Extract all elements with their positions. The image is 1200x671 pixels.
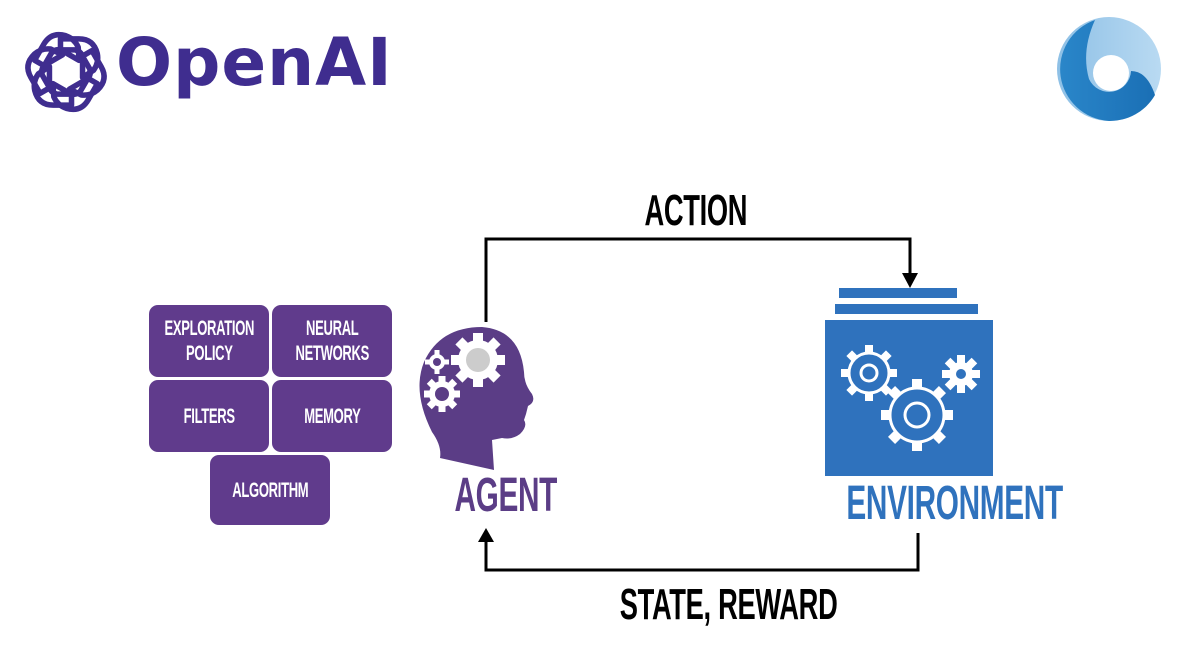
component-line: NETWORKS <box>295 342 369 365</box>
action-arrowhead-icon <box>902 273 918 288</box>
agent-label: AGENT <box>423 468 557 523</box>
component-line: NEURAL <box>305 317 359 340</box>
head-with-gears-icon <box>419 327 534 470</box>
blue-swirl-icon <box>1057 17 1161 122</box>
component-line: ALGORITHM <box>231 478 309 502</box>
openai-knot-icon <box>20 26 112 118</box>
environment-label-text: ENVIRONMENT <box>846 477 1063 530</box>
feedback-arrowhead-icon <box>478 528 494 542</box>
feedback-label: STATE, REWARD <box>553 580 853 630</box>
component-filters: FILTERS <box>149 380 269 452</box>
feedback-arrow-line <box>484 533 920 572</box>
brand-name: OpenAI <box>116 24 393 101</box>
component-line: MEMORY <box>303 404 361 428</box>
component-memory: MEMORY <box>272 380 392 452</box>
agent-label-text: AGENT <box>454 469 558 522</box>
component-line: FILTERS <box>183 404 235 428</box>
feedback-label-text: STATE, REWARD <box>619 580 838 629</box>
environment-label: ENVIRONMENT <box>780 476 1063 531</box>
gears-box-icon <box>825 288 993 476</box>
component-line: EXPLORATION <box>164 317 254 340</box>
action-arrow-line <box>484 237 912 322</box>
action-label: ACTION <box>596 186 796 236</box>
component-algorithm: ALGORITHM <box>210 455 330 525</box>
action-label-text: ACTION <box>644 186 748 235</box>
component-line: POLICY <box>185 342 233 365</box>
